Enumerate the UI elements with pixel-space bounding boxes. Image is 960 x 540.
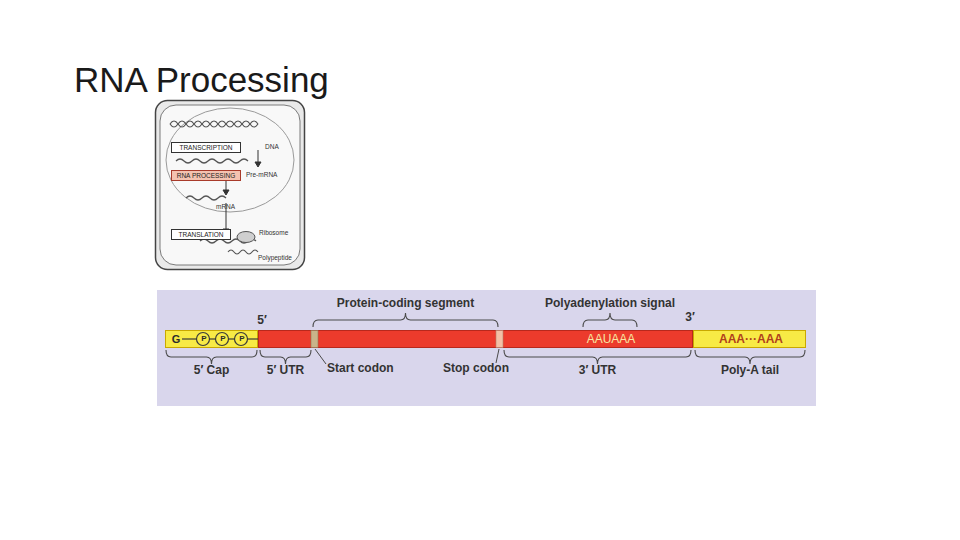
region-label: Polyadenylation signal (545, 297, 675, 310)
codon-label: Start codon (327, 362, 394, 375)
slide-title: RNA Processing (74, 62, 329, 97)
mrna-panel (157, 290, 816, 406)
region-label: 3′ UTR (579, 364, 617, 377)
nuclear-envelope (166, 108, 294, 212)
region-label: Poly-A tail (721, 364, 779, 377)
region-label: 5′ Cap (194, 364, 230, 377)
structure-label: Pre-mRNA (246, 171, 277, 178)
structure-label: mRNA (216, 203, 235, 210)
polypeptide-chain (228, 250, 258, 254)
codon-label: Stop codon (443, 362, 509, 375)
dna-strand (170, 121, 258, 127)
cap-segment: GPPP (165, 330, 258, 348)
structure-label: Polypeptide (258, 254, 292, 261)
node-text: P (239, 331, 244, 347)
structure-label: DNA (265, 143, 279, 150)
node-text: TRANSLATION (178, 230, 223, 239)
structure-label: Ribosome (259, 229, 288, 236)
node-text: G (172, 331, 181, 347)
dna-strand (170, 121, 258, 127)
node-text: RNA PROCESSING (177, 171, 236, 180)
inset-frame (156, 101, 305, 270)
poly-a-tail: AAA···AAA (693, 330, 806, 348)
ribosome-shape (237, 232, 255, 243)
region-label: 5′ UTR (267, 364, 305, 377)
node-text: P (201, 331, 206, 347)
mrna-strand (186, 196, 226, 200)
process-box: TRANSCRIPTION (171, 142, 241, 153)
mrna-body: AAUAAA (258, 330, 693, 348)
pre-mrna-strand (176, 159, 248, 163)
flow-arrows (223, 150, 261, 234)
node-text: AAUAAA (587, 331, 636, 347)
process-box: RNA PROCESSING (171, 170, 241, 181)
region-label: Protein-coding segment (337, 297, 474, 310)
cell-membrane (160, 105, 300, 265)
brace (166, 313, 805, 364)
process-box: TRANSLATION (171, 229, 231, 240)
end-label: 5′ (257, 314, 267, 327)
end-label: 3′ (685, 311, 695, 324)
node-text: P (220, 331, 225, 347)
node-text: AAA···AAA (719, 331, 783, 347)
node-text: TRANSCRIPTION (179, 143, 232, 152)
